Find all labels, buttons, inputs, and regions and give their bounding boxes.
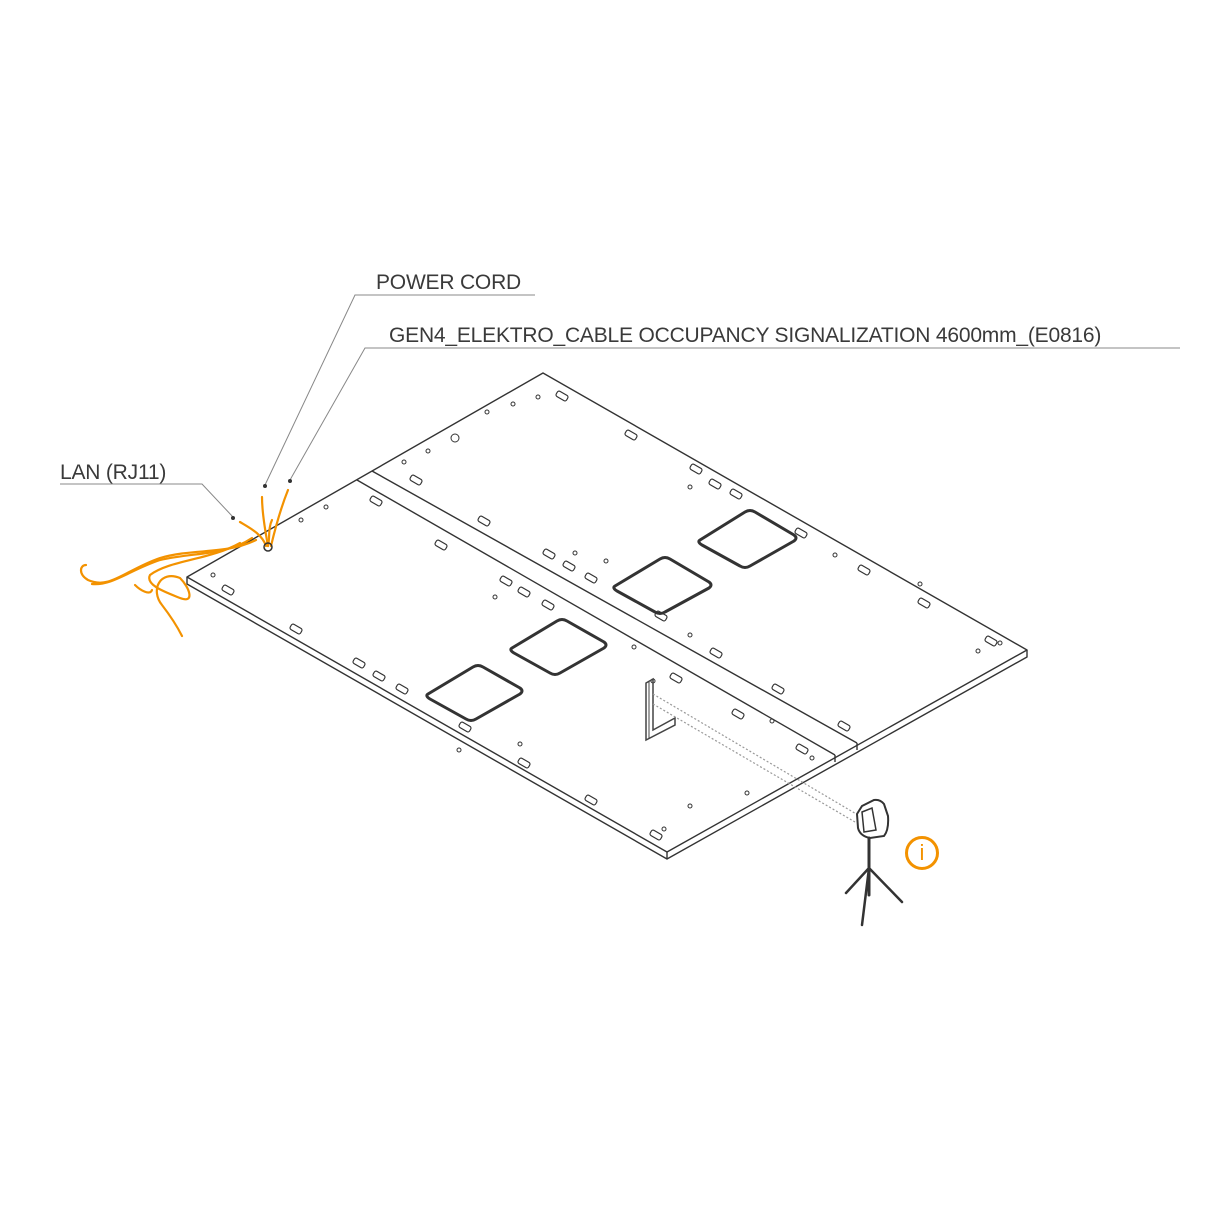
desk-edge-thickness	[186, 577, 1028, 860]
label-power-cord: POWER CORD	[376, 271, 522, 294]
leader-lines	[60, 294, 1180, 518]
info-icon[interactable]: i	[905, 836, 939, 870]
label-lan: LAN (RJ11)	[60, 461, 167, 484]
tripod-sensor	[844, 798, 904, 927]
opening	[612, 556, 713, 615]
label-occupancy-cable: GEN4_ELEKTRO_CABLE OCCUPANCY SIGNALIZATI…	[389, 324, 1102, 347]
slots	[221, 390, 998, 841]
opening	[509, 618, 608, 676]
cables	[79, 488, 290, 638]
panel-seam	[371, 470, 858, 744]
sensor-beam	[652, 693, 859, 823]
opening	[425, 664, 524, 722]
desk-top-outline	[186, 372, 1028, 853]
opening	[697, 509, 798, 569]
l-bracket	[645, 677, 676, 742]
cable-openings	[425, 509, 798, 722]
holes	[210, 394, 1003, 832]
